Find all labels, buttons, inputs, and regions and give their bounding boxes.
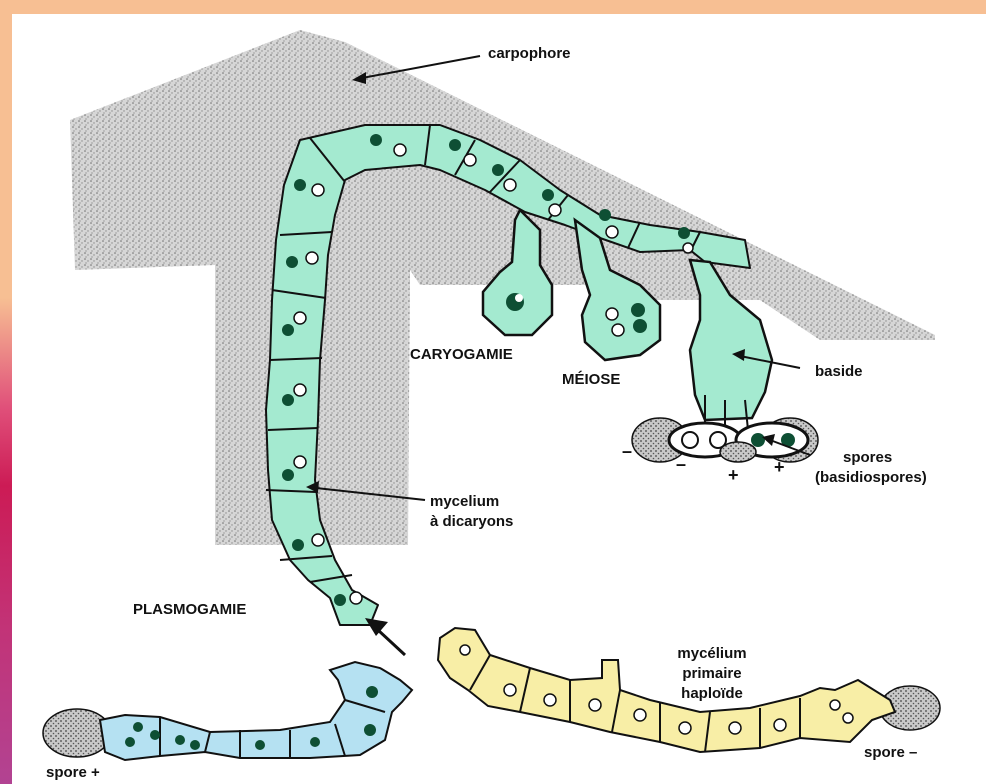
- label-spore-plus: spore +: [46, 763, 100, 782]
- sign-minus-left: –: [622, 442, 632, 460]
- label-mycelium-dicaryons-2: à dicaryons: [430, 512, 513, 531]
- label-caryogamie: CARYOGAMIE: [410, 345, 513, 364]
- label-mycelium-dicaryons-1: mycelium: [430, 492, 499, 511]
- primary-hypha-plus: [100, 662, 412, 760]
- sign-plus-right: +: [774, 458, 785, 476]
- label-carpophore: carpophore: [488, 44, 571, 63]
- label-mycelium-primaire-3: haploïde: [657, 684, 767, 703]
- spore-plus-shape: [43, 709, 111, 757]
- label-meiose: MÉIOSE: [562, 370, 620, 389]
- label-mycelium-primaire-1: mycélium: [657, 644, 767, 663]
- plasmogamie-arrow: [365, 618, 405, 655]
- label-spores: spores: [843, 448, 892, 467]
- basidiospores: [632, 418, 818, 462]
- label-baside: baside: [815, 362, 863, 381]
- sign-plus-mid: +: [728, 466, 739, 484]
- label-plasmogamie: PLASMOGAMIE: [133, 600, 246, 619]
- sign-minus-mid: –: [676, 455, 686, 473]
- label-mycelium-primaire-2: primaire: [657, 664, 767, 683]
- label-basidiospores: (basidiospores): [815, 468, 927, 487]
- label-spore-minus: spore –: [864, 743, 917, 762]
